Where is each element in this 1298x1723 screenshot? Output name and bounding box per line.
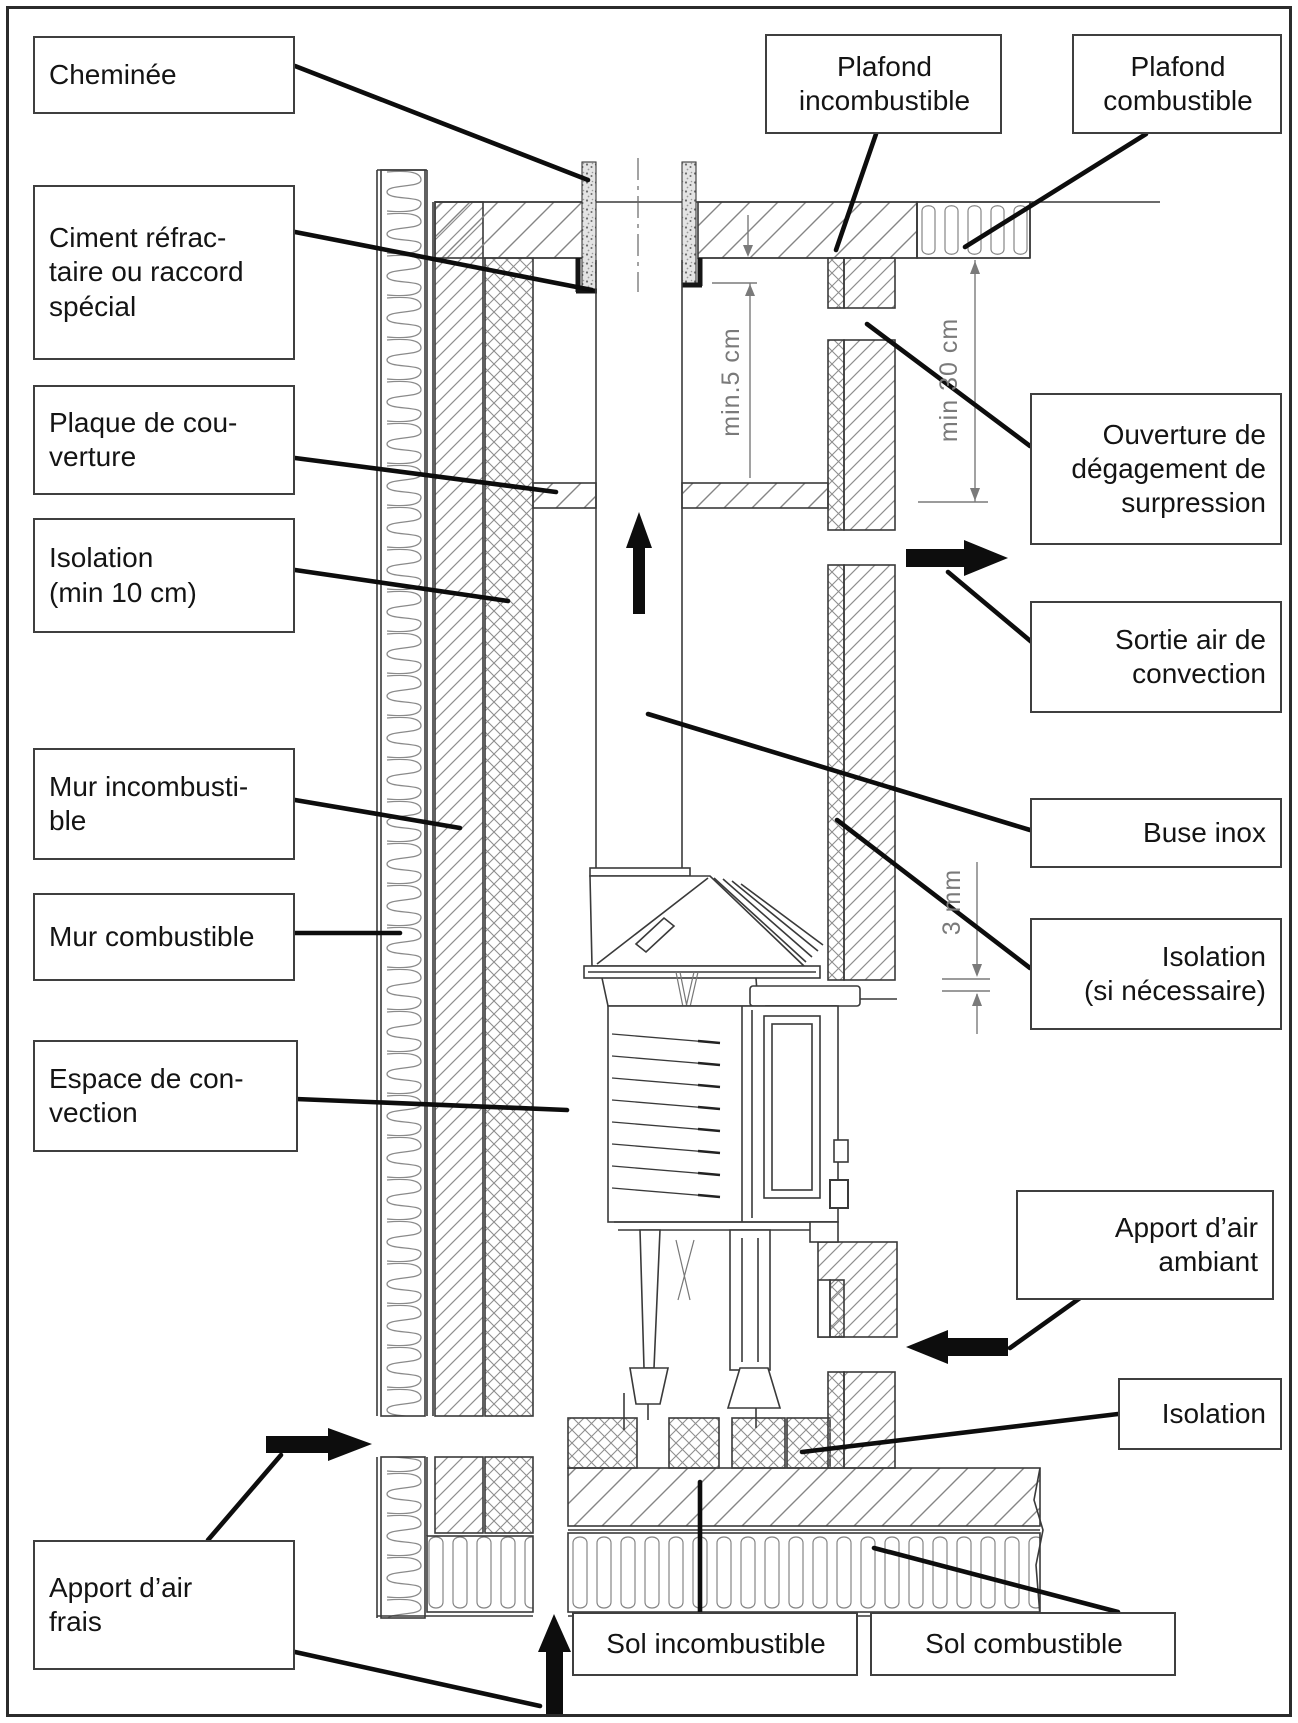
label-sol-combustible: Sol combustible xyxy=(870,1612,1176,1676)
label-plafond-combustible: Plafond combustible xyxy=(1072,34,1282,134)
side-isolation-blocks xyxy=(817,1241,898,1469)
label-plaque-couverture: Plaque de cou- verture xyxy=(33,385,295,495)
label-sortie-air-convection: Sortie air de convection xyxy=(1030,601,1282,713)
label-isolation-si-necessaire: Isolation (si nécessaire) xyxy=(1030,918,1282,1030)
ceiling-section xyxy=(434,201,1160,259)
combustible-wall-section xyxy=(376,169,534,1619)
dimension-min-30cm: min 30 cm xyxy=(935,317,963,443)
ambient-air-inlet-arrow-icon xyxy=(906,1330,1008,1364)
convection-air-outlet-arrow-icon xyxy=(906,540,1008,576)
label-cheminee: Cheminée xyxy=(33,36,295,114)
label-plafond-incombustible: Plafond incombustible xyxy=(765,34,1002,134)
label-mur-incombustible: Mur incombusti- ble xyxy=(33,748,295,860)
label-ciment-refractaire: Ciment réfrac- taire ou raccord spécial xyxy=(33,185,295,360)
label-apport-air-ambiant: Apport d’air ambiant xyxy=(1016,1190,1274,1300)
label-isolation-min10: Isolation (min 10 cm) xyxy=(33,518,295,633)
dimension-3mm: 3 mm xyxy=(938,868,966,936)
fresh-air-inlet-arrow-icon xyxy=(266,1428,372,1461)
label-buse-inox: Buse inox xyxy=(1030,798,1282,868)
dimension-marks xyxy=(712,215,990,1034)
floor-section xyxy=(567,1417,1044,1617)
label-isolation-sol: Isolation xyxy=(1118,1378,1282,1450)
rear-isolation-panel xyxy=(827,257,896,981)
cover-plate xyxy=(532,482,829,509)
label-ouverture-surpression: Ouverture de dégagement de surpression xyxy=(1030,393,1282,545)
leader-lines xyxy=(205,63,1149,1709)
flue-draft-arrow-icon xyxy=(626,512,652,614)
label-sol-incombustible: Sol incombustible xyxy=(572,1612,858,1676)
dimension-min-5cm: min.5 cm xyxy=(717,327,745,437)
chimney-flue xyxy=(575,158,703,868)
label-apport-air-frais: Apport d’air frais xyxy=(33,1540,295,1670)
label-espace-convection: Espace de con- vection xyxy=(33,1040,298,1152)
fresh-air-rise-arrow-icon xyxy=(538,1614,571,1716)
label-mur-combustible: Mur combustible xyxy=(33,893,295,981)
stove xyxy=(583,867,897,1430)
